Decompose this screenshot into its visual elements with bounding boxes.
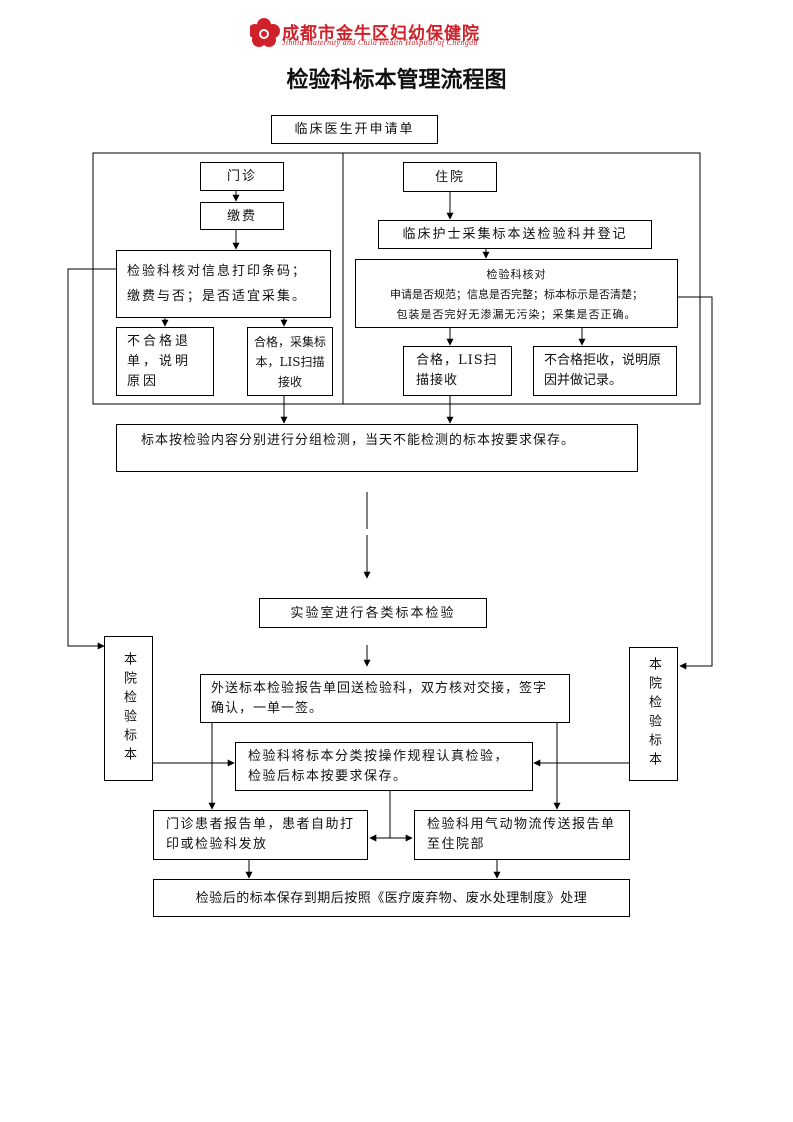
node-payment: 缴费 bbox=[200, 202, 284, 230]
node-start: 临床医生开申请单 bbox=[271, 115, 438, 144]
node-external: 外送标本检验报告单回送检验科，双方核对交接，签字确认，一单一签。 bbox=[200, 674, 570, 723]
node-nurse-collect: 临床护士采集标本送检验科并登记 bbox=[378, 220, 652, 249]
node-inpatient-report: 检验科用气动物流传送报告单至住院部 bbox=[414, 810, 630, 860]
node-group-test: 标本按检验内容分别进行分组检测，当天不能检测的标本按要求保存。 bbox=[116, 424, 638, 472]
node-outpatient-check: 检验科核对信息打印条码；缴费与否；是否适宜采集。 bbox=[116, 250, 331, 318]
hospital-logo-icon bbox=[250, 18, 280, 47]
page-title: 检验科标本管理流程图 bbox=[286, 68, 507, 93]
node-lab-test: 实验室进行各类标本检验 bbox=[259, 598, 487, 628]
left-side-label: 本院检验标本 bbox=[121, 651, 136, 766]
arrow-left-loop bbox=[67, 268, 116, 650]
node-outpatient-reject: 不合格退单，说明原因 bbox=[116, 327, 214, 396]
node-right-side: 本院检验标本 bbox=[629, 647, 678, 781]
node-final: 检验后的标本保存到期后按照《医疗废弃物、废水处理制度》处理 bbox=[153, 879, 630, 917]
node-inpatient-check: 检验科核对 申请是否规范；信息是否完整；标本标示是否清楚； 包装是否完好无渗漏无… bbox=[355, 259, 678, 328]
inpatient-check-title: 检验科核对 bbox=[486, 268, 547, 281]
right-side-label: 本院检验标本 bbox=[646, 657, 661, 771]
node-outpatient: 门诊 bbox=[200, 162, 284, 191]
hospital-name-en: Jinniu Maternity and Child Health Hospit… bbox=[282, 38, 478, 47]
node-inpatient-accept: 合格，LIS扫描接收 bbox=[403, 346, 512, 396]
hospital-name: 成都市金牛区妇幼保健院 bbox=[282, 24, 480, 44]
arrow-right-loop bbox=[678, 296, 713, 670]
node-classify: 检验科将标本分类按操作规程认真检验，检验后标本按要求保存。 bbox=[235, 742, 533, 791]
node-outpatient-report: 门诊患者报告单，患者自助打印或检验科发放 bbox=[153, 810, 368, 860]
node-left-side: 本院检验标本 bbox=[104, 636, 153, 781]
node-inpatient-reject: 不合格拒收，说明原因并做记录。 bbox=[533, 346, 677, 396]
inpatient-check-line1: 申请是否规范；信息是否完整；标本标示是否清楚； bbox=[390, 288, 643, 301]
split-container bbox=[92, 152, 701, 405]
inpatient-check-line2: 包装是否完好无渗漏无污染；采集是否正确。 bbox=[396, 308, 637, 321]
node-inpatient: 住院 bbox=[403, 162, 497, 192]
node-outpatient-accept: 合格，采集标本，LIS扫描接收 bbox=[247, 327, 333, 396]
